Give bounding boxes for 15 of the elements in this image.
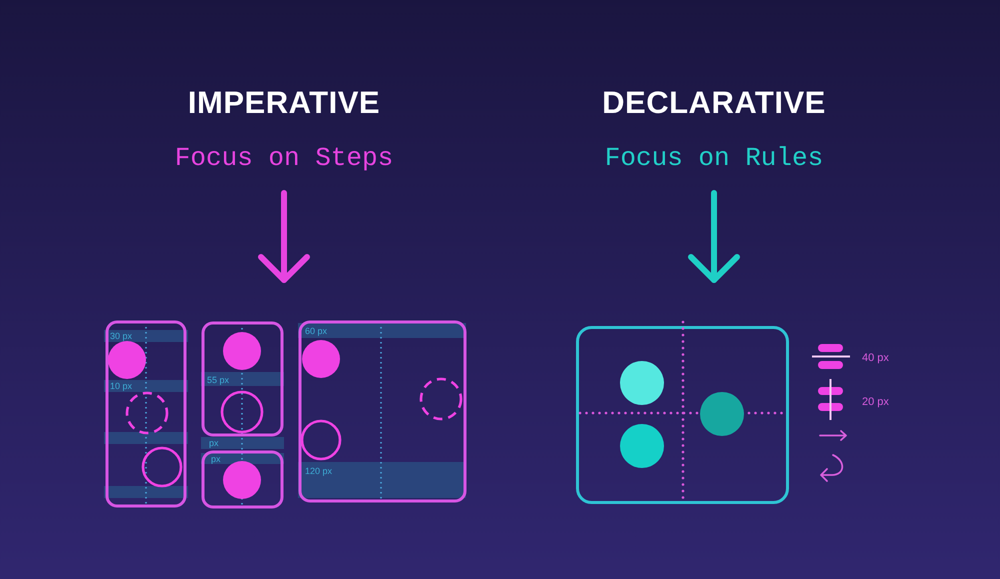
- dimension-label: 20 px: [862, 396, 889, 409]
- arrow: [258, 190, 310, 283]
- dimension-label: 60 px: [305, 326, 328, 336]
- dimension-label: 40 px: [862, 352, 889, 365]
- dimension-label: 10 px: [110, 381, 132, 391]
- heading: IMPERATIVE: [188, 85, 380, 121]
- subtitle: Focus on Rules: [604, 143, 824, 173]
- dimension-label: 55 px: [207, 375, 230, 385]
- arrow: [688, 190, 740, 283]
- dimension-label: px: [211, 454, 221, 464]
- dimension-label: px: [209, 438, 219, 448]
- heading: DECLARATIVE: [602, 85, 826, 121]
- subtitle: Focus on Steps: [174, 143, 394, 173]
- dimension-label: 120 px: [305, 466, 332, 476]
- dimension-label: 30 px: [110, 331, 132, 341]
